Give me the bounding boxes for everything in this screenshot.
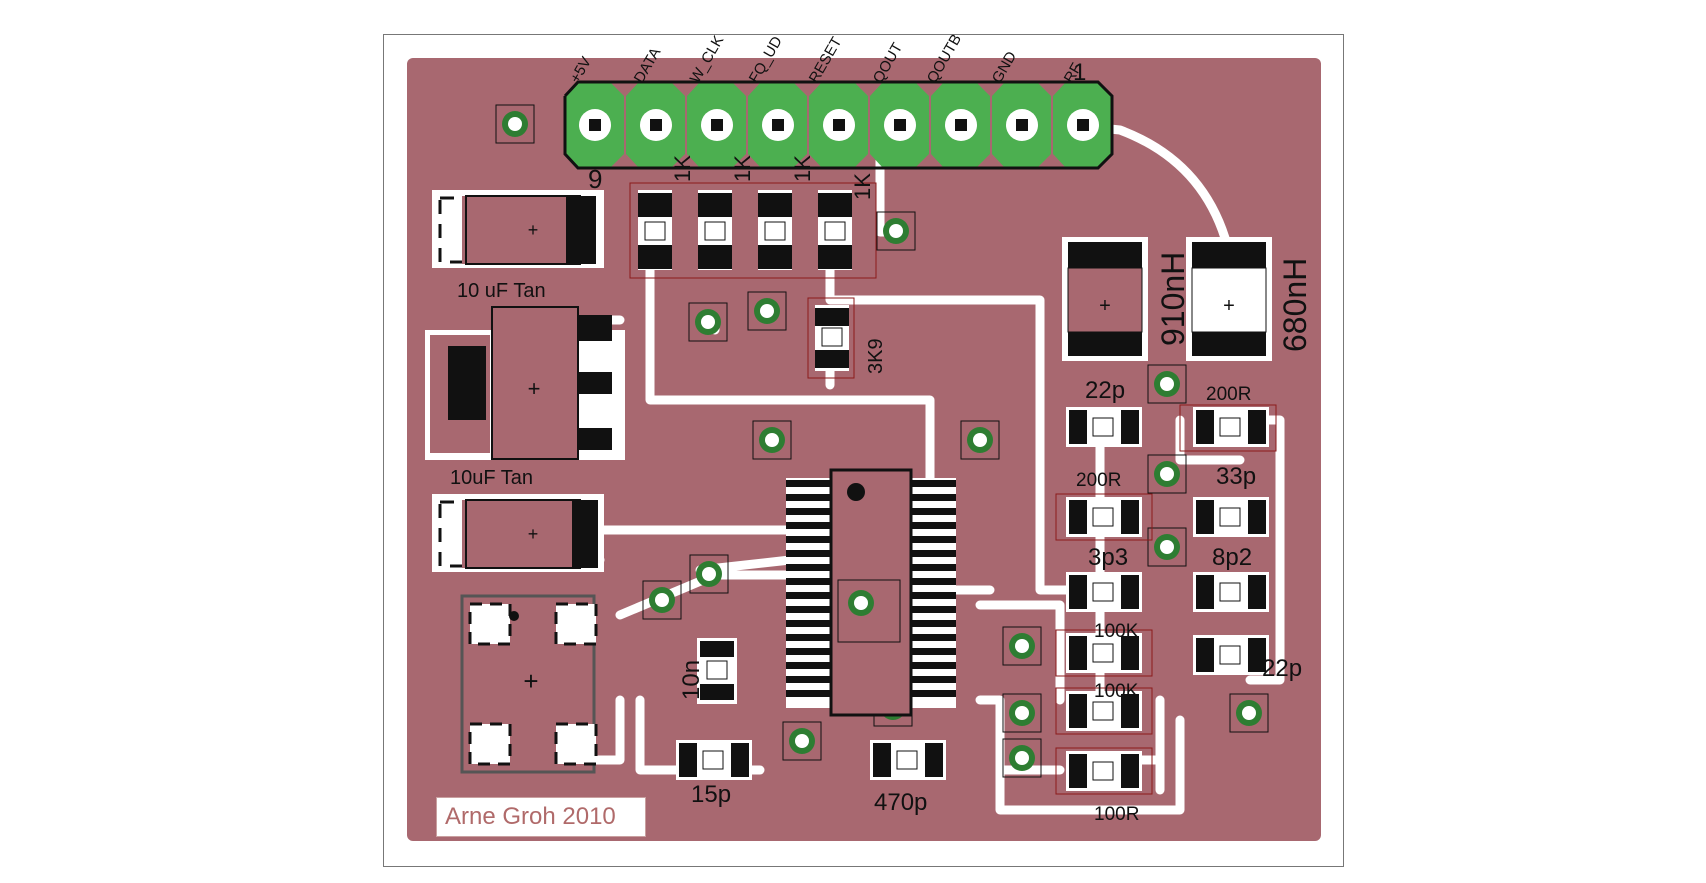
resistor-mark: 1K xyxy=(790,155,815,182)
via xyxy=(960,420,1000,460)
oscillator-package: + xyxy=(460,594,598,774)
cap-10n xyxy=(697,638,737,704)
series-resistor-labels: 1K 1K 1K 1K xyxy=(670,155,875,200)
res-100k-b-label: 100K xyxy=(1094,681,1139,702)
via xyxy=(747,291,787,331)
cap-22p-b-label: 22p xyxy=(1262,655,1302,682)
via xyxy=(876,211,916,251)
cap-15p xyxy=(676,740,752,780)
series-resistors xyxy=(629,182,877,279)
cap-470p-label: 470p xyxy=(874,789,927,816)
via xyxy=(495,104,535,144)
via xyxy=(689,554,729,594)
pin-marker-9: 9 xyxy=(588,164,602,194)
tantalum-cap-top: + xyxy=(432,190,604,268)
resistor-mark: 1K xyxy=(670,155,695,182)
res-200r-a-label: 200R xyxy=(1206,384,1251,405)
filter-parts xyxy=(1055,404,1277,795)
voltage-regulator: + xyxy=(425,306,625,460)
via xyxy=(642,580,682,620)
via xyxy=(1147,527,1187,567)
inductor-680nh-label: 680nH xyxy=(1277,258,1313,352)
header-connector xyxy=(563,80,1114,170)
via xyxy=(1002,693,1042,733)
inductor-680nh: + xyxy=(1186,237,1272,361)
via xyxy=(752,420,792,460)
svg-text:+: + xyxy=(528,220,539,240)
cap-33p-label: 33p xyxy=(1216,463,1256,490)
pin-marker-1: 1 xyxy=(1073,59,1086,86)
cap-10n-label: 10n xyxy=(678,660,705,700)
via xyxy=(1002,738,1042,778)
resistor-3k9-label: 3K9 xyxy=(865,338,887,374)
resistor-mark: 1K xyxy=(850,173,875,200)
res-100r-label: 100R xyxy=(1094,804,1139,825)
cap-3p3-label: 3p3 xyxy=(1088,544,1128,571)
via xyxy=(782,721,822,761)
author-credit: Arne Groh 2010 xyxy=(436,797,646,837)
via xyxy=(1229,693,1269,733)
inductor-910nh: + xyxy=(1062,237,1148,361)
cap-470p xyxy=(870,740,946,780)
svg-text:+: + xyxy=(1099,295,1111,317)
svg-text:+: + xyxy=(528,524,539,544)
via xyxy=(1147,364,1187,404)
dds-ic xyxy=(786,468,956,717)
tantalum-cap-mid: + xyxy=(432,494,604,572)
cap-15p-label: 15p xyxy=(691,781,731,808)
res-100k-a-label: 100K xyxy=(1094,621,1139,642)
svg-text:+: + xyxy=(523,666,538,696)
tantalum-cap-mid-label: 10uF Tan xyxy=(450,467,533,489)
cap-8p2-label: 8p2 xyxy=(1212,544,1252,571)
tantalum-cap-top-label: 10 uF Tan xyxy=(457,280,546,302)
svg-text:+: + xyxy=(1223,295,1235,317)
inductor-910nh-label: 910nH xyxy=(1155,252,1191,346)
resistor-mark: 1K xyxy=(730,155,755,182)
res-200r-b-label: 200R xyxy=(1076,470,1121,491)
via xyxy=(688,302,728,342)
cap-22p-a-label: 22p xyxy=(1085,377,1125,404)
via xyxy=(1002,626,1042,666)
resistor-3k9 xyxy=(807,297,855,379)
filter-labels: 22p 200R 33p 200R 3p3 8p2 100K 100K 22p … xyxy=(1076,377,1302,825)
via xyxy=(1147,454,1187,494)
svg-text:+: + xyxy=(528,376,541,401)
